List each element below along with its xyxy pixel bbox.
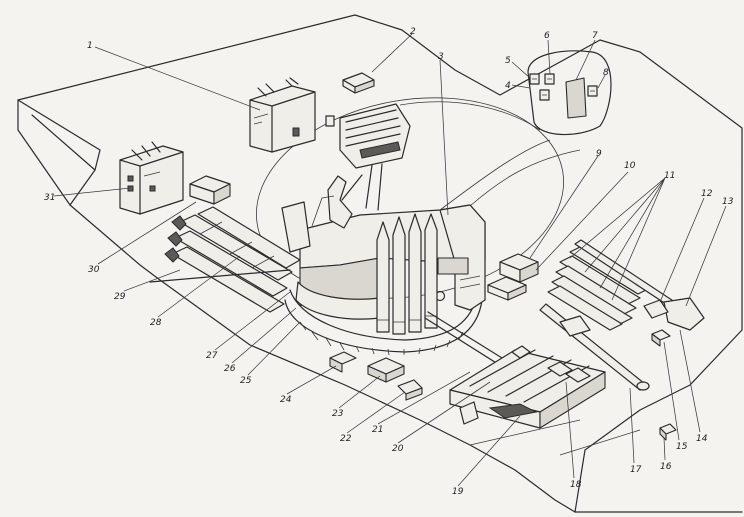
- ammo-box-1: [249, 77, 316, 153]
- callout-4: 4: [505, 81, 511, 91]
- callout-11: 11: [664, 171, 675, 181]
- callout-25: 25: [240, 376, 252, 386]
- callout-7: 7: [592, 31, 598, 41]
- callout-1: 1: [87, 41, 93, 51]
- callout-27: 27: [206, 351, 218, 361]
- rack-rounds-left: [149, 206, 301, 313]
- turret-body: [295, 204, 486, 320]
- callout-14: 14: [696, 434, 708, 444]
- callout-9: 9: [596, 149, 602, 159]
- part-2-block: [342, 72, 375, 94]
- leader-lines: [53, 33, 727, 487]
- callout-29: 29: [114, 292, 126, 302]
- callout-15: 15: [676, 442, 688, 452]
- callout-26: 26: [224, 364, 236, 374]
- callout-12: 12: [701, 189, 713, 199]
- hull-outline: [17, 14, 743, 513]
- callout-31: 31: [44, 193, 55, 203]
- callout-22: 22: [340, 434, 352, 444]
- callout-28: 28: [150, 318, 162, 328]
- callout-5: 5: [505, 56, 511, 66]
- callout-19: 19: [452, 487, 464, 497]
- callout-21: 21: [372, 425, 383, 435]
- callout-2: 2: [410, 27, 416, 37]
- callout-3: 3: [438, 52, 444, 62]
- ammo-box-31: [119, 141, 184, 215]
- callout-8: 8: [603, 68, 609, 78]
- callout-labels: 1 2 3 4 5 6 7 8 9 10 11 12 13 14 15 16 1…: [44, 27, 734, 497]
- rams-and-rods: [424, 239, 705, 401]
- callout-24: 24: [280, 395, 292, 405]
- callout-23: 23: [332, 409, 344, 419]
- parts-22-24-blocks: [329, 351, 423, 401]
- callout-18: 18: [570, 480, 582, 490]
- parts-15-16-blocks: [651, 329, 677, 441]
- parts-9-10-blocks: [487, 253, 539, 301]
- loader-mechanism: [325, 103, 411, 229]
- callout-6: 6: [544, 31, 550, 41]
- callout-20: 20: [392, 444, 404, 454]
- carousel-rounds: [376, 213, 438, 335]
- detail-inset: [527, 50, 612, 136]
- callout-13: 13: [722, 197, 734, 207]
- callout-17: 17: [630, 465, 642, 475]
- callout-10: 10: [624, 161, 636, 171]
- chute-plates: [281, 195, 335, 253]
- callout-16: 16: [660, 462, 672, 472]
- rack-rounds-right: [547, 245, 651, 331]
- part-30-box: [189, 175, 231, 205]
- callout-30: 30: [88, 265, 100, 275]
- ammo-tray: [449, 345, 606, 429]
